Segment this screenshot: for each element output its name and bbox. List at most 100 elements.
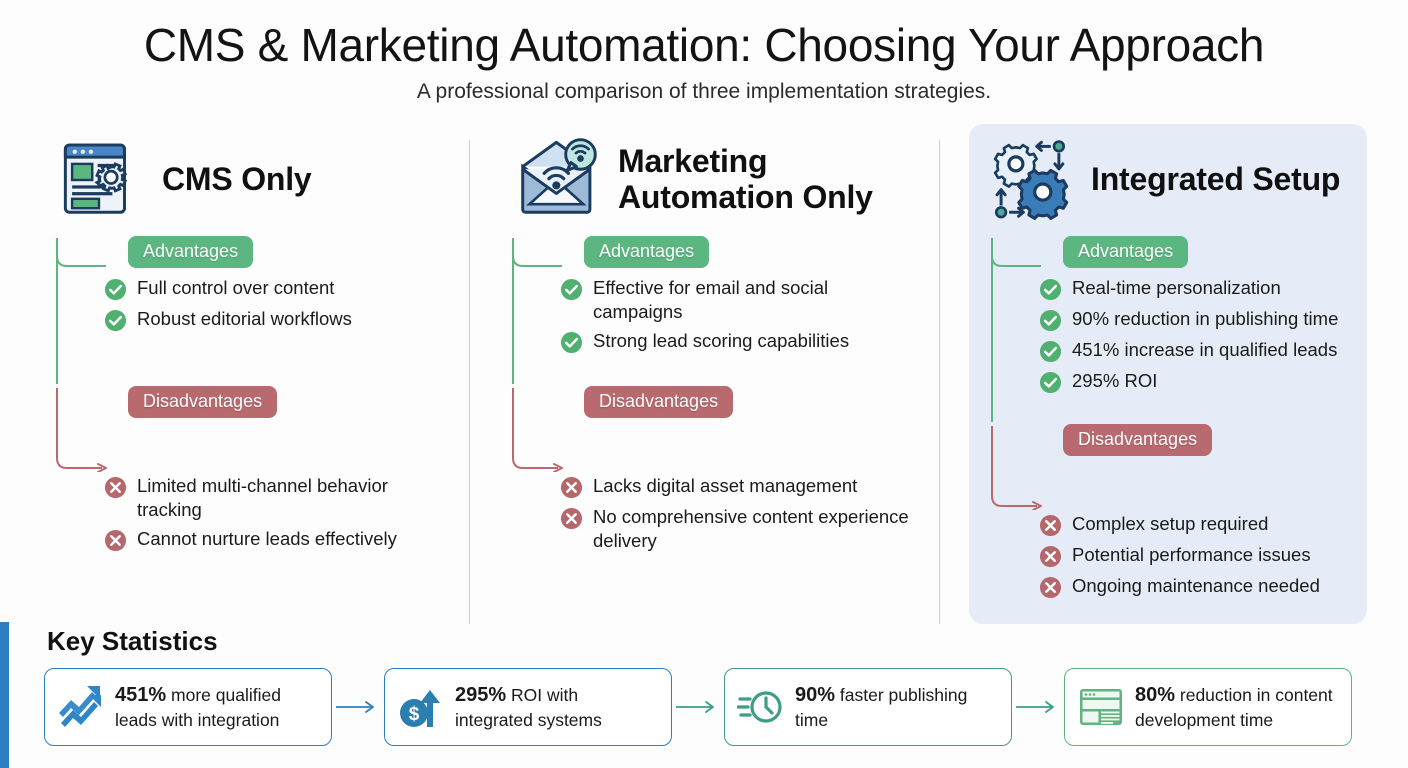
stat-description: ROI with integrated systems	[455, 685, 602, 730]
disadvantages-section: Disadvantages	[969, 424, 1367, 511]
column-title: CMS Only	[162, 161, 312, 198]
cross-circle-icon	[560, 476, 583, 499]
comparison-columns: CMS Only Advantages Full control over co…	[0, 124, 1408, 624]
advantage-label: Strong lead scoring capabilities	[593, 330, 850, 352]
comparison-column-2: Marketing Automation Only Advantages Eff…	[510, 124, 920, 558]
advantage-item: Real-time personalization	[1039, 276, 1367, 301]
left-accent-bar	[0, 622, 9, 768]
cross-circle-icon	[104, 529, 127, 552]
disadvantages-branch-connector	[54, 386, 116, 473]
key-statistics-title: Key Statistics	[47, 626, 218, 656]
webpage-layout-icon	[1077, 683, 1125, 731]
advantages-section: Advantages Effective for email and socia…	[510, 236, 920, 386]
check-circle-icon	[560, 278, 583, 301]
advantages-section: Advantages Real-time personalization 90%…	[969, 236, 1367, 424]
advantage-item: 295% ROI	[1039, 369, 1367, 394]
dollar-up-arrow-icon: $	[397, 683, 445, 731]
page-title: CMS & Marketing Automation: Choosing You…	[143, 19, 1265, 71]
disadvantages-list: Lacks digital asset management No compre…	[560, 474, 920, 552]
disadvantages-badge: Disadvantages	[584, 386, 734, 418]
advantages-badge: Advantages	[1063, 236, 1189, 268]
header: CMS & Marketing Automation: Choosing You…	[0, 0, 1408, 104]
disadvantages-list: Limited multi-channel behavior tracking …	[104, 474, 454, 552]
disadvantage-label: Cannot nurture leads effectively	[137, 528, 397, 550]
advantage-item: Effective for email and social campaigns	[560, 276, 920, 323]
stat-card-2[interactable]: $ 295% ROI with integrated systems	[384, 668, 672, 746]
cross-circle-icon	[104, 476, 127, 499]
cross-circle-icon	[1039, 576, 1062, 599]
disadvantage-item: Potential performance issues	[1039, 543, 1367, 568]
stat-text: 295% ROI with integrated systems	[455, 683, 659, 730]
advantages-badge: Advantages	[128, 236, 254, 268]
disadvantage-item: Lacks digital asset management	[560, 474, 920, 499]
advantages-list: Effective for email and social campaigns…	[560, 276, 920, 354]
stat-description: more qualified leads with integration	[115, 685, 281, 730]
disadvantage-label: No comprehensive content experience deli…	[593, 506, 909, 551]
stat-value: 90%	[795, 684, 836, 707]
column-divider-1	[469, 140, 470, 624]
disadvantage-label: Ongoing maintenance needed	[1072, 575, 1320, 596]
check-circle-icon	[104, 309, 127, 332]
advantage-item: 451% increase in qualified leads	[1039, 338, 1367, 363]
stat-description: reduction in content development time	[1135, 685, 1333, 730]
trending-up-arrows-icon	[57, 683, 105, 731]
stat-flow-arrow-icon	[1012, 697, 1064, 717]
check-circle-icon	[1039, 309, 1062, 332]
advantages-list: Real-time personalization 90% reduction …	[1039, 276, 1367, 394]
column-header: CMS Only	[54, 124, 454, 236]
disadvantages-list-wrap: Lacks digital asset management No compre…	[510, 474, 920, 552]
disadvantages-branch-connector	[989, 424, 1051, 511]
column-header: Integrated Setup	[969, 124, 1367, 236]
advantage-item: Robust editorial workflows	[104, 307, 454, 332]
advantage-label: Full control over content	[137, 277, 335, 298]
cross-circle-icon	[560, 507, 583, 530]
column-title: Integrated Setup	[1091, 161, 1341, 198]
disadvantages-list-wrap: Complex setup required Potential perform…	[969, 512, 1367, 599]
disadvantages-list-wrap: Limited multi-channel behavior tracking …	[54, 474, 454, 552]
stat-description: faster publishing time	[795, 685, 968, 730]
stat-text: 90% faster publishing time	[795, 683, 999, 730]
stat-text: 451% more qualified leads with integrati…	[115, 683, 319, 730]
disadvantages-badge: Disadvantages	[128, 386, 278, 418]
advantage-label: Effective for email and social campaigns	[593, 277, 829, 322]
advantage-label: 295% ROI	[1072, 370, 1158, 391]
column-title: Marketing Automation Only	[618, 143, 873, 215]
cross-circle-icon	[1039, 514, 1062, 537]
disadvantage-label: Potential performance issues	[1072, 544, 1311, 565]
disadvantages-badge: Disadvantages	[1063, 424, 1213, 456]
check-circle-icon	[1039, 340, 1062, 363]
column-header: Marketing Automation Only	[510, 124, 920, 236]
envelope-broadcast-icon	[516, 137, 602, 223]
disadvantage-item: Cannot nurture leads effectively	[104, 527, 454, 552]
comparison-column-3: Integrated Setup Advantages Real-time pe…	[969, 124, 1367, 624]
fast-clock-icon	[736, 683, 785, 731]
disadvantage-item: Complex setup required	[1039, 512, 1367, 537]
advantages-badge: Advantages	[584, 236, 710, 268]
page-subtitle: A professional comparison of three imple…	[416, 80, 992, 104]
advantage-item: Full control over content	[104, 276, 454, 301]
stat-card-4[interactable]: 80% reduction in content development tim…	[1064, 668, 1352, 746]
check-circle-icon	[1039, 278, 1062, 301]
advantages-list: Full control over content Robust editori…	[104, 276, 454, 332]
advantage-label: Real-time personalization	[1072, 277, 1281, 298]
advantages-section: Advantages Full control over content Rob…	[54, 236, 454, 386]
disadvantages-section: Disadvantages	[510, 386, 920, 473]
disadvantage-label: Complex setup required	[1072, 513, 1269, 534]
stat-value: 295%	[455, 684, 507, 707]
column-divider-2	[939, 140, 940, 624]
stat-card-3[interactable]: 90% faster publishing time	[724, 668, 1012, 746]
disadvantage-item: Limited multi-channel behavior tracking	[104, 474, 454, 521]
advantage-label: Robust editorial workflows	[137, 308, 352, 329]
disadvantage-label: Limited multi-channel behavior tracking	[137, 475, 388, 520]
stat-flow-arrow-icon	[672, 697, 724, 717]
advantage-item: 90% reduction in publishing time	[1039, 307, 1367, 332]
check-circle-icon	[104, 278, 127, 301]
check-circle-icon	[1039, 371, 1062, 394]
check-circle-icon	[560, 331, 583, 354]
disadvantage-label: Lacks digital asset management	[593, 475, 858, 496]
stat-card-1[interactable]: 451% more qualified leads with integrati…	[44, 668, 332, 746]
key-statistics-row: 451% more qualified leads with integrati…	[44, 668, 1384, 746]
stat-flow-arrow-icon	[332, 697, 384, 717]
cross-circle-icon	[1039, 545, 1062, 568]
